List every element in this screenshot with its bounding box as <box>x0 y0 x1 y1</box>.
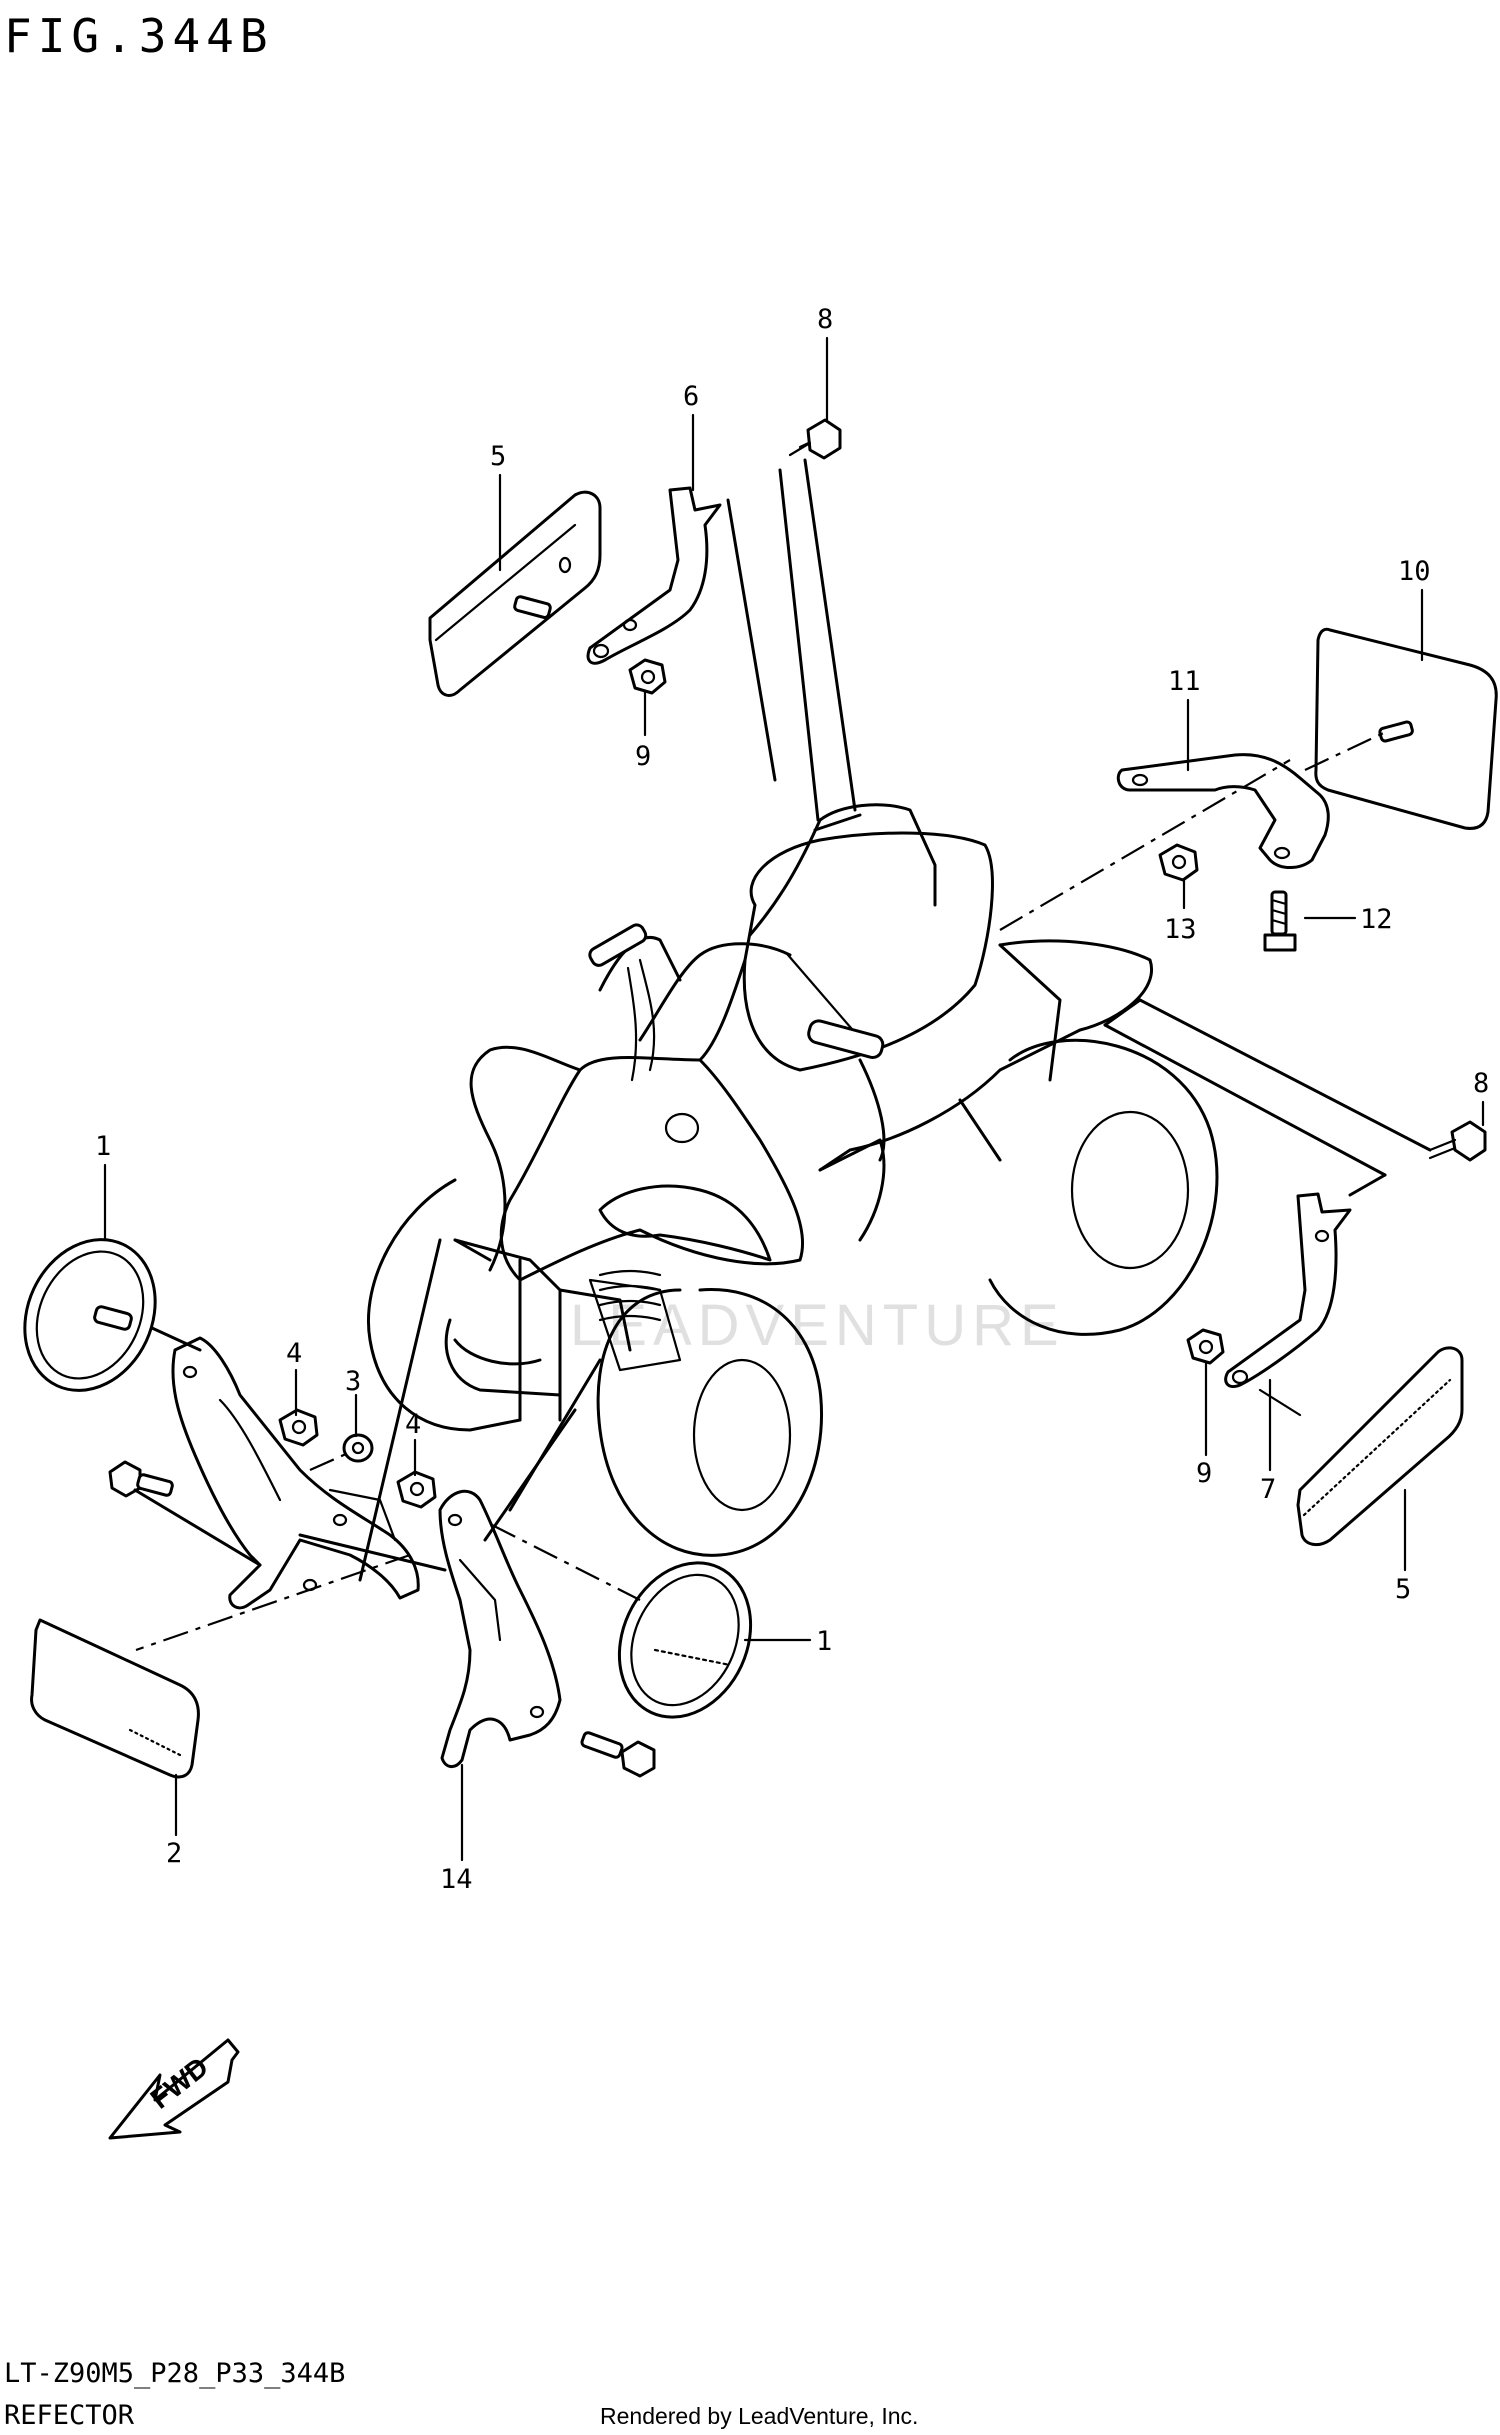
callout-5-upper: 5 <box>490 441 506 472</box>
callout-11: 11 <box>1168 666 1201 697</box>
part-10-reflector <box>1314 627 1498 830</box>
bolt-lower <box>580 1731 656 1778</box>
part-9-nut-upper <box>628 658 667 695</box>
model-code: LT-Z90M5_P28_P33_344B <box>4 2358 345 2389</box>
callout-8-upper: 8 <box>817 304 833 335</box>
part-13-nut <box>1158 843 1199 882</box>
callout-4-center: 4 <box>405 1409 421 1440</box>
section-name: REFECTOR <box>4 2400 135 2431</box>
callout-10: 10 <box>1398 556 1431 587</box>
part-2-reflector <box>30 1618 200 1779</box>
part-6-bracket-upper <box>586 486 722 665</box>
callout-5-lower: 5 <box>1395 1574 1411 1605</box>
part-1-reflector-left <box>23 1238 157 1392</box>
rendered-by: Rendered by LeadVenture, Inc. <box>600 2403 918 2429</box>
bolt-left <box>108 1460 174 1498</box>
part-12-bolt <box>1263 890 1297 952</box>
callout-14: 14 <box>440 1864 473 1895</box>
part-8-bolt-upper <box>788 418 842 460</box>
callout-9-upper: 9 <box>635 741 651 772</box>
part-11-bracket <box>1116 753 1330 869</box>
callout-1-center: 1 <box>816 1626 832 1657</box>
callout-6: 6 <box>683 381 699 412</box>
fwd-arrow: FWD <box>108 2038 240 2140</box>
callout-8-lower: 8 <box>1473 1068 1489 1099</box>
part-4-nut-center <box>396 1470 437 1509</box>
callout-3: 3 <box>345 1366 361 1397</box>
part-8-bolt-lower <box>1428 1120 1487 1162</box>
part-5-reflector-upper <box>428 490 602 697</box>
figure-title: FIG.344B <box>4 9 274 63</box>
part-14-bracket <box>438 1489 562 1768</box>
callout-1-left: 1 <box>95 1131 111 1162</box>
callout-2: 2 <box>166 1838 182 1869</box>
part-5-reflector-lower <box>1296 1346 1464 1547</box>
callout-4-left: 4 <box>286 1338 302 1369</box>
callout-13: 13 <box>1164 914 1197 945</box>
part-7-bracket-lower <box>1224 1192 1352 1388</box>
atv-body <box>367 803 1219 1557</box>
callout-leaders <box>103 336 1485 1862</box>
callout-9-lower: 9 <box>1196 1458 1212 1489</box>
part-3-washer <box>342 1433 374 1463</box>
part-4-nut-left <box>278 1408 319 1447</box>
callout-7: 7 <box>1260 1474 1276 1505</box>
part-1-reflector-center <box>617 1561 753 1719</box>
part-9-nut-lower <box>1186 1328 1225 1365</box>
callout-12: 12 <box>1360 904 1393 935</box>
